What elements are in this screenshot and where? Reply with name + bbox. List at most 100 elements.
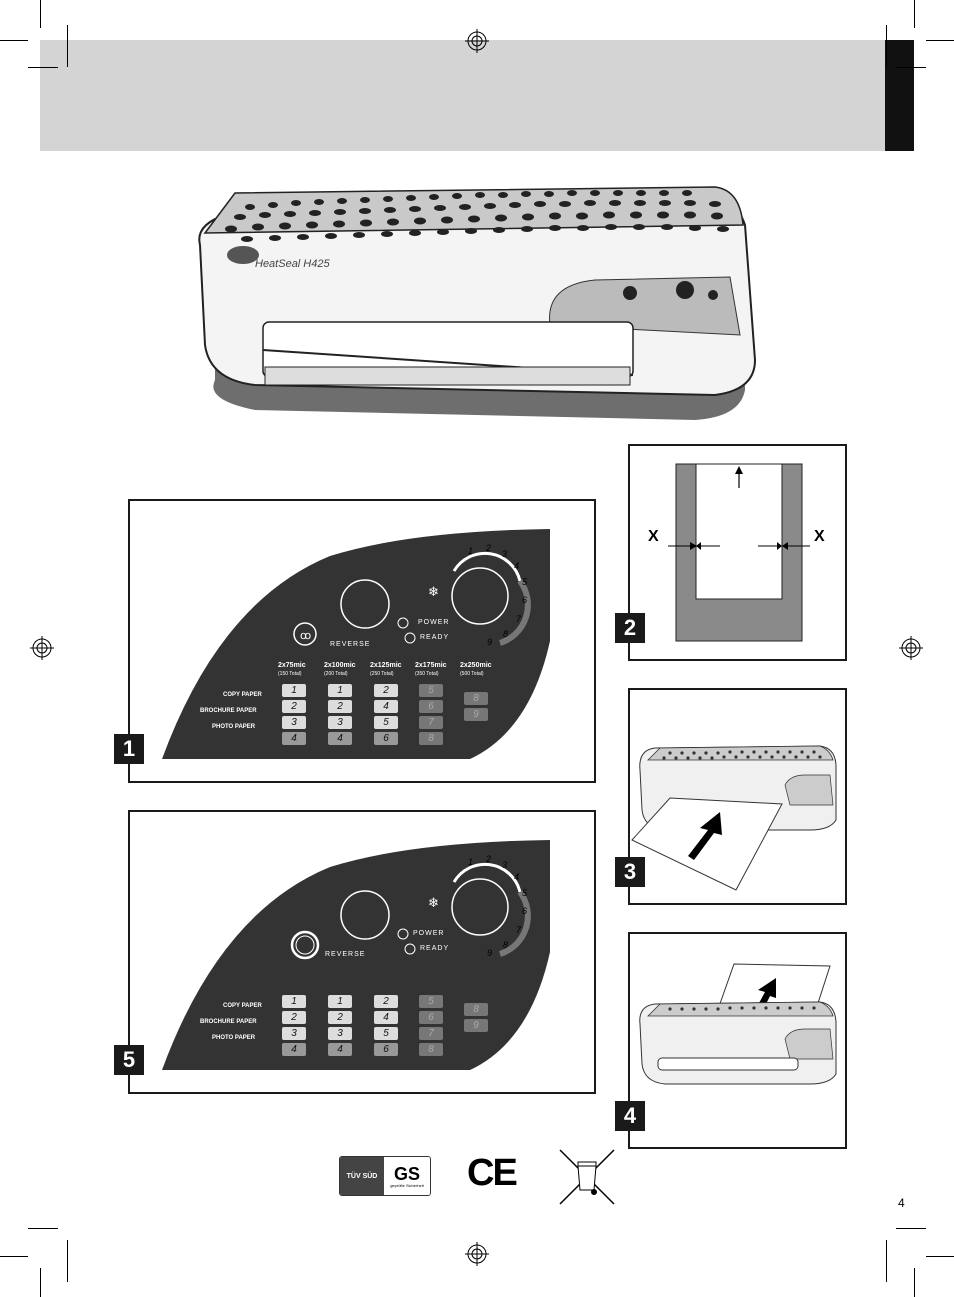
dial-number: 8 bbox=[503, 940, 509, 950]
dial-number: 1 bbox=[468, 546, 474, 556]
dial-number: 5 bbox=[522, 577, 528, 587]
setting-key-cell: 6 bbox=[374, 1043, 398, 1056]
dial-number: 9 bbox=[487, 637, 493, 647]
weee-crossed-bin-icon bbox=[559, 1149, 615, 1205]
figure-2-frame: X X bbox=[628, 444, 847, 661]
language-tab bbox=[885, 40, 914, 151]
ready-label: READY bbox=[420, 945, 450, 952]
setting-key-cell: 3 bbox=[328, 716, 352, 729]
setting-key-cell: 6 bbox=[374, 732, 398, 745]
laminator-illustration: HeatSeal H425 bbox=[198, 186, 757, 420]
crop-mark bbox=[886, 25, 887, 67]
crop-mark bbox=[67, 1240, 68, 1282]
crop-mark bbox=[914, 1268, 915, 1297]
figure-4-number: 4 bbox=[615, 1101, 645, 1131]
setting-key-cell: 4 bbox=[282, 732, 306, 745]
dial-number: 6 bbox=[522, 595, 528, 605]
crop-mark bbox=[40, 1268, 41, 1297]
setting-key-cell: 4 bbox=[282, 1043, 306, 1056]
column-250-total: (500 Total) bbox=[460, 671, 484, 677]
figure-3-frame bbox=[628, 688, 847, 905]
column-100-total: (200 Total) bbox=[324, 671, 348, 677]
dial-number: 5 bbox=[522, 888, 528, 898]
dial-number: 1 bbox=[468, 857, 474, 867]
crop-mark bbox=[0, 1256, 28, 1257]
paper-type-photo: PHOTO PAPER bbox=[212, 724, 256, 730]
setting-key-cell: 5 bbox=[374, 1027, 398, 1040]
setting-key-cell: 4 bbox=[328, 732, 352, 745]
registration-mark-icon bbox=[30, 636, 54, 660]
model-label: HeatSeal H425 bbox=[255, 258, 330, 270]
margin-x-right: X bbox=[814, 528, 825, 545]
registration-mark-icon bbox=[899, 636, 923, 660]
setting-key-cell: 8 bbox=[419, 1043, 443, 1056]
dial-number: 3 bbox=[502, 549, 508, 559]
svg-text:❄: ❄ bbox=[428, 895, 439, 910]
column-250-header: 2x250mic bbox=[460, 662, 492, 669]
column-75-total: (150 Total) bbox=[278, 671, 302, 677]
dial-number: 4 bbox=[514, 872, 520, 882]
reverse-label: REVERSE bbox=[325, 951, 366, 958]
setting-key-cell: 8 bbox=[464, 692, 488, 705]
power-label: POWER bbox=[413, 930, 445, 937]
setting-key-cell: 2 bbox=[282, 1011, 306, 1024]
setting-key-cell: 9 bbox=[464, 708, 488, 721]
crop-mark bbox=[926, 40, 954, 41]
setting-key-cell: 5 bbox=[374, 716, 398, 729]
crop-mark bbox=[896, 1228, 926, 1229]
figure-5-number: 5 bbox=[114, 1045, 144, 1075]
control-panel-diagram: ꝏ ❄ bbox=[162, 529, 550, 759]
margin-x-left: X bbox=[648, 528, 659, 545]
gs-subtitle: geprüfte Sicherheit bbox=[390, 1182, 424, 1188]
feed-in-illustration bbox=[631, 745, 837, 891]
page-number: 4 bbox=[898, 1196, 905, 1210]
dial-number: 8 bbox=[503, 629, 509, 639]
dial-number: 6 bbox=[522, 906, 528, 916]
power-label: POWER bbox=[418, 619, 450, 626]
dial-number: 7 bbox=[516, 925, 522, 935]
paper-type-copy: COPY PAPER bbox=[223, 1003, 262, 1009]
svg-text:❄: ❄ bbox=[428, 584, 439, 599]
registration-mark-icon bbox=[465, 29, 489, 53]
column-175-header: 2x175mic bbox=[415, 662, 447, 669]
figure-2-number: 2 bbox=[615, 613, 645, 643]
setting-key-cell: 2 bbox=[374, 684, 398, 697]
dial-number: 4 bbox=[514, 561, 520, 571]
setting-key-cell: 2 bbox=[282, 700, 306, 713]
setting-key-cell: 2 bbox=[328, 1011, 352, 1024]
setting-key-cell: 3 bbox=[282, 716, 306, 729]
setting-key-cell: 8 bbox=[419, 732, 443, 745]
setting-key-cell: 1 bbox=[282, 684, 306, 697]
column-175-total: (350 Total) bbox=[415, 671, 439, 677]
figure-1-frame: ꝏ ❄ REVERSE POWER READY 2x75mic (150 Tot… bbox=[128, 499, 596, 783]
setting-key-cell: 4 bbox=[374, 700, 398, 713]
column-125-total: (250 Total) bbox=[370, 671, 394, 677]
setting-key-cell: 1 bbox=[328, 995, 352, 1008]
setting-key-cell: 2 bbox=[328, 700, 352, 713]
ready-label: READY bbox=[420, 634, 450, 641]
margin-diagram bbox=[668, 463, 810, 642]
setting-key-cell: 6 bbox=[419, 700, 443, 713]
setting-key-cell: 5 bbox=[419, 995, 443, 1008]
feed-out-illustration bbox=[639, 963, 837, 1085]
paper-type-photo: PHOTO PAPER bbox=[212, 1035, 256, 1041]
setting-key-cell: 8 bbox=[464, 1003, 488, 1016]
reverse-label: REVERSE bbox=[330, 641, 371, 648]
control-panel-diagram: ❄ bbox=[162, 840, 550, 1070]
column-100-header: 2x100mic bbox=[324, 662, 356, 669]
crop-mark bbox=[40, 0, 41, 28]
figure-4-frame bbox=[628, 932, 847, 1149]
crop-mark bbox=[0, 40, 28, 41]
crop-mark bbox=[926, 1256, 954, 1257]
paper-type-brochure: BROCHURE PAPER bbox=[200, 1019, 257, 1025]
setting-key-cell: 2 bbox=[374, 995, 398, 1008]
setting-key-cell: 3 bbox=[282, 1027, 306, 1040]
dial-number: 2 bbox=[486, 854, 492, 864]
setting-key-cell: 4 bbox=[328, 1043, 352, 1056]
crop-mark bbox=[67, 25, 68, 67]
setting-key-cell: 6 bbox=[419, 1011, 443, 1024]
paper-type-copy: COPY PAPER bbox=[223, 692, 262, 698]
registration-mark-icon bbox=[465, 1242, 489, 1266]
header-band bbox=[40, 40, 885, 151]
dial-number: 7 bbox=[516, 614, 522, 624]
